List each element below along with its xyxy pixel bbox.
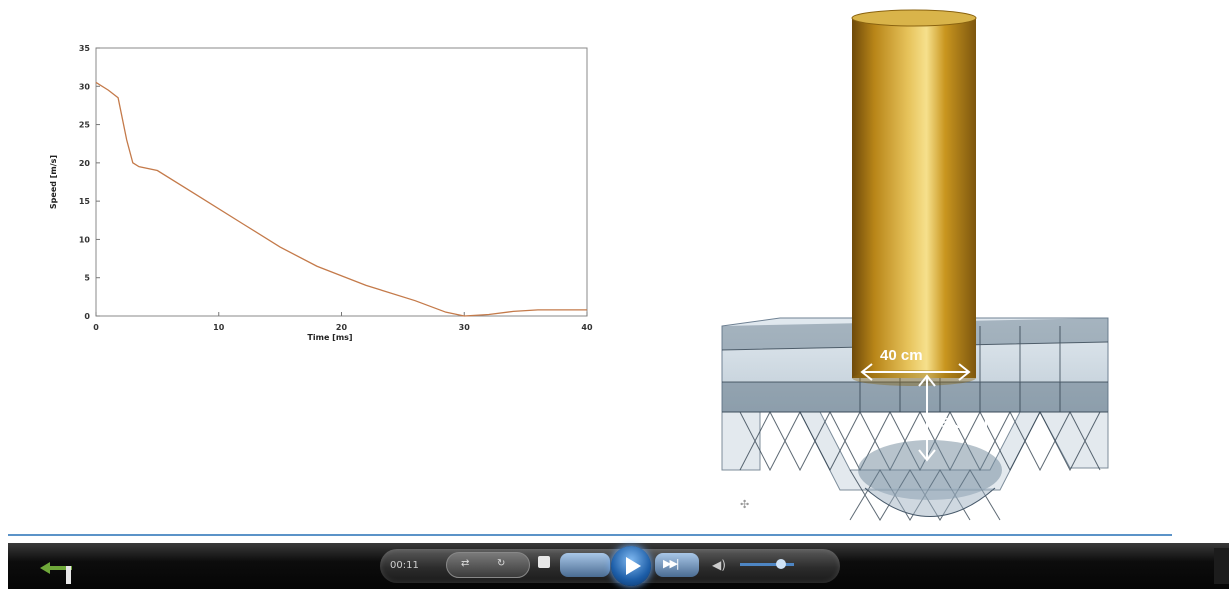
previous-button[interactable] [560, 553, 610, 577]
player-edge [1214, 548, 1229, 584]
y-tick-label: 30 [79, 82, 91, 91]
repeat-icon[interactable]: ↻ [497, 558, 506, 569]
progress-line[interactable] [8, 534, 1172, 536]
y-tick-label: 0 [84, 312, 90, 321]
speed-time-chart: 0 10 20 30 40 0 5 10 15 20 25 30 35 Time [ms] Speed … [40, 42, 610, 352]
column-foundation-illustration: 40 cm 25-30 cm [700, 0, 1229, 545]
volume-slider-knob[interactable] [776, 559, 786, 569]
next-icon: ▶▶| [663, 557, 680, 570]
x-tick-label: 30 [459, 323, 471, 332]
play-icon [626, 557, 641, 575]
y-tick-label: 25 [79, 121, 91, 130]
chart-frame [95, 47, 588, 317]
cursor-icon: ✣ [740, 498, 750, 511]
volume-icon[interactable]: ◀) [712, 558, 726, 572]
slab-model [721, 317, 1109, 521]
depth-dimension-label: 25-30 cm [933, 415, 997, 432]
y-tick-label: 10 [79, 235, 91, 244]
series-line [95, 81, 587, 317]
play-button[interactable] [611, 546, 651, 586]
x-tick-label: 0 [93, 323, 99, 332]
dimension-arrows [860, 363, 971, 462]
arrow-logo-icon [40, 562, 72, 584]
y-tick-label: 20 [79, 159, 91, 168]
y-tick-label: 15 [79, 197, 91, 206]
y-tick-label: 5 [84, 274, 90, 283]
chart-svg: 0 10 20 30 40 0 5 10 15 20 25 30 35 Time [ms] Speed … [49, 44, 593, 342]
next-button[interactable]: ▶▶| [655, 553, 699, 577]
time-display: 00:11 [390, 560, 419, 571]
x-tick-label: 40 [581, 323, 593, 332]
shuffle-repeat-pill[interactable]: ⇄ ↻ [446, 552, 530, 578]
y-tick-label: 35 [79, 44, 91, 53]
gold-column [851, 9, 977, 386]
width-dimension-label: 40 cm [880, 347, 923, 364]
x-tick-label: 10 [213, 323, 225, 332]
shuffle-icon[interactable]: ⇄ [461, 558, 470, 569]
x-tick-label: 20 [336, 323, 348, 332]
stop-icon[interactable] [538, 556, 550, 568]
x-axis-label: Time [ms] [307, 333, 352, 342]
volume-slider[interactable] [740, 563, 794, 566]
illustration-svg: 40 cm 25-30 cm [721, 9, 1109, 521]
y-axis-label: Speed [m/s] [49, 155, 58, 209]
